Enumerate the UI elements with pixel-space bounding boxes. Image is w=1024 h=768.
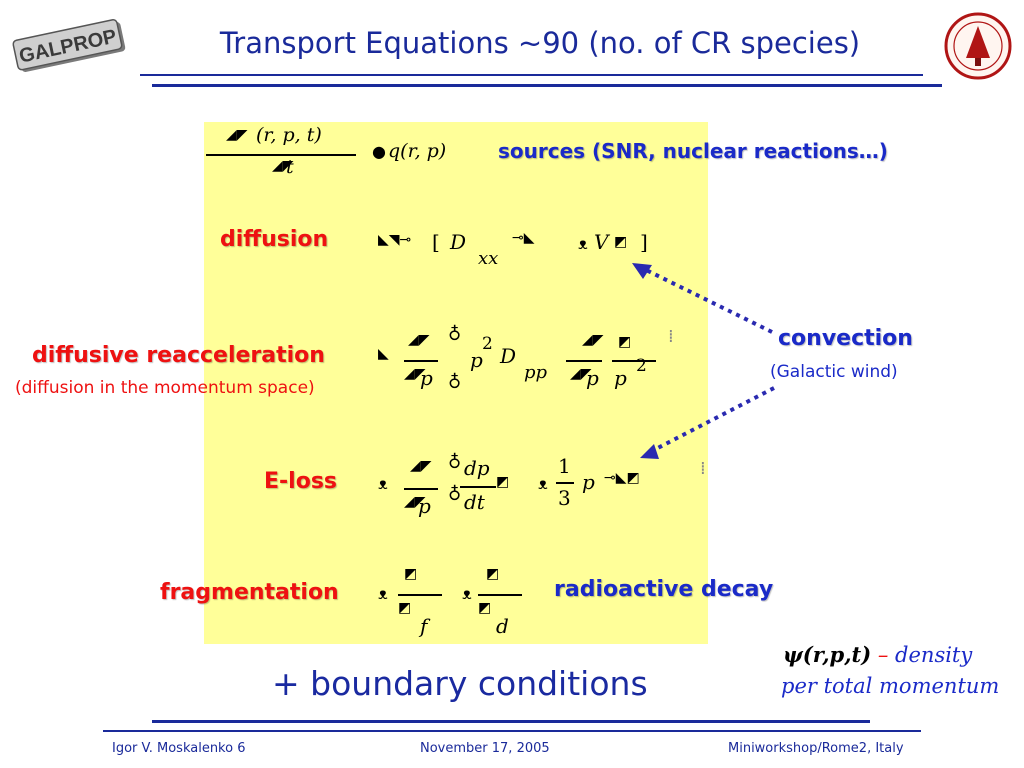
eq-lhs-fraction-bar xyxy=(206,154,356,156)
footer-venue: Miniworkshop/Rome2, Italy xyxy=(728,741,904,756)
decay-fraction-bar xyxy=(478,594,522,596)
psi-glyph: ◩ xyxy=(486,566,500,582)
partial-glyph: ◢◤ xyxy=(404,494,426,510)
diffusion-label: diffusion xyxy=(220,227,329,252)
third-fraction-bar xyxy=(556,482,574,484)
footer-author: Igor V. Moskalenko 6 xyxy=(112,741,246,756)
equals-glyph: ● xyxy=(372,142,386,161)
sources-label: sources (SNR, nuclear reactions…) xyxy=(498,139,888,163)
bracket-glyph: ⁞ xyxy=(668,326,674,347)
reacceleration-note: (diffusion in the momentum space) xyxy=(15,378,315,398)
psi-dash: – xyxy=(871,643,896,667)
radioactive-decay-label: radioactive decay xyxy=(554,577,774,602)
eq-reacc-p: p xyxy=(420,366,433,390)
fragmentation-label: fragmentation xyxy=(160,580,339,605)
eloss-label: E-loss xyxy=(264,469,338,494)
psi-glyph: ◩ xyxy=(404,566,418,582)
paren-glyph: ♁ xyxy=(448,484,462,505)
partial-glyph: ◣ xyxy=(378,346,389,362)
eq-bracket-open: [ xyxy=(432,230,440,254)
psi-definition-line1: ψ(r,p,t) – density xyxy=(783,642,972,667)
minus-glyph: ᴥ xyxy=(378,474,388,493)
eloss-dpdt-bar xyxy=(460,486,496,488)
psi-glyph: ◩ xyxy=(618,334,632,350)
eq-eloss-dp: dp xyxy=(464,456,490,480)
psi-definition-line2: per total momentum xyxy=(781,674,1000,698)
eq-reacc-sup: 2 xyxy=(482,334,493,354)
stanford-seal xyxy=(944,12,1012,80)
partial-glyph: ◢◤ xyxy=(570,366,592,382)
eq-reacc-p2: p xyxy=(470,348,483,372)
eq-bracket-close: ] xyxy=(640,230,648,254)
nabla-glyph: ◣◥⊸ xyxy=(378,232,412,248)
eq-third-p: p xyxy=(582,470,595,494)
eloss-fraction-bar xyxy=(404,488,438,490)
reacceleration-label: diffusive reacceleration xyxy=(32,343,325,368)
eq-diffusion-sub: xx xyxy=(478,248,499,269)
partial-glyph: ◢◤ xyxy=(408,332,430,348)
minus-glyph: ᴥ xyxy=(378,584,388,603)
reacc-fraction-bar-2 xyxy=(566,360,602,362)
title-rule-lower xyxy=(152,84,942,87)
psi-glyph: ◩ xyxy=(496,474,510,490)
paren-glyph: ♁ xyxy=(448,324,462,345)
eq-convection-V: V xyxy=(594,230,609,254)
footer-rule-upper xyxy=(152,720,870,723)
minus-glyph: ᴥ xyxy=(462,584,472,603)
convection-label: convection xyxy=(778,326,913,351)
bracket-glyph: ⁞ xyxy=(700,458,706,479)
footer-date: November 17, 2005 xyxy=(420,741,550,756)
title-rule-upper xyxy=(140,74,923,76)
partial-glyph: ◢◤ xyxy=(410,458,432,474)
tau-glyph: ◩ xyxy=(478,600,492,616)
partial-glyph: ◢◤ xyxy=(226,127,248,143)
grad-glyph: ⊸◣ xyxy=(512,230,535,246)
boundary-conditions-text: + boundary conditions xyxy=(272,664,648,703)
eq-reacc-p2-sup: 2 xyxy=(636,356,647,376)
eq-eloss-p: p xyxy=(418,494,431,518)
psi-glyph: ◩ xyxy=(614,234,628,250)
eq-eloss-dt: dt xyxy=(464,490,485,514)
eq-reacc-sub: pp xyxy=(524,362,548,383)
minus-glyph: ᴥ xyxy=(578,234,588,253)
dot-grad-glyph: ⊸◣◩ xyxy=(604,470,640,486)
reacc-fraction-bar xyxy=(404,360,438,362)
eq-reacc-p-4: p xyxy=(614,366,627,390)
eq-frag-f: f xyxy=(420,614,428,638)
eq-reacc-D: D xyxy=(500,344,517,368)
eq-lhs-denominator: t xyxy=(286,156,294,178)
reacc-fraction-bar-3 xyxy=(612,360,656,362)
psi-symbol: ψ(r,p,t) xyxy=(783,642,872,667)
eq-third-num: 1 xyxy=(558,454,571,478)
minus-glyph: ᴥ xyxy=(538,474,548,493)
tau-glyph: ◩ xyxy=(398,600,412,616)
partial-glyph: ◢◤ xyxy=(404,366,426,382)
eq-diffusion-D: D xyxy=(450,230,467,254)
partial-glyph: ◢◤ xyxy=(582,332,604,348)
footer-rule-lower xyxy=(103,730,921,732)
convection-note: (Galactic wind) xyxy=(770,362,898,382)
paren-glyph: ♁ xyxy=(448,452,462,473)
equation-box xyxy=(204,122,708,644)
psi-density: density xyxy=(895,643,973,667)
eq-decay-d: d xyxy=(496,614,509,638)
eq-third-den: 3 xyxy=(558,486,571,510)
partial-glyph: ◢◤ xyxy=(272,158,294,174)
eq-lhs-numerator: (r, p, t) xyxy=(256,124,322,146)
eq-source-term: q(r, p) xyxy=(388,140,447,162)
galprop-logo: GALPROP xyxy=(12,18,126,72)
slide-title: Transport Equations ~90 (no. of CR speci… xyxy=(219,26,861,60)
frag-fraction-bar xyxy=(398,594,442,596)
paren-glyph: ♁ xyxy=(448,372,462,393)
eq-reacc-p-3: p xyxy=(586,366,599,390)
